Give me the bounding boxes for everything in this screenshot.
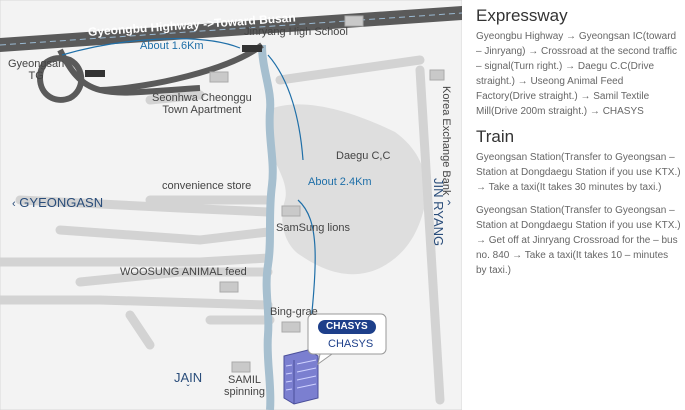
expressway-directions: Gyeongbu Highway → Gyeongsan IC(toward –… xyxy=(476,31,678,117)
chasys-logo-text: CHASYS xyxy=(326,321,368,332)
distance-label-2: About 2.4Km xyxy=(308,176,372,188)
river xyxy=(258,44,277,410)
direction-east: JIN RYANG xyxy=(431,178,446,247)
train-title: Train xyxy=(476,127,515,146)
building-icons xyxy=(209,15,445,373)
place-convenience-store: convenience store xyxy=(162,180,252,192)
directions-panel: Expressway Gyeongbu Highway → Gyeongsan … xyxy=(476,6,681,286)
map-graphic xyxy=(0,0,462,410)
chasys-callout xyxy=(307,313,387,366)
place-samsung-lions: SamSung lions xyxy=(276,222,350,234)
traffic-light-icons xyxy=(85,45,262,77)
chevron-left-icon: ‹ xyxy=(12,198,16,210)
train-directions-option-2: Gyeongsan Station(Transfer to Gyeongsan … xyxy=(476,205,681,276)
place-daegu-cc: Daegu C,C xyxy=(336,150,391,162)
direction-east-arrow: › xyxy=(447,196,451,208)
place-seonhwa-apartment: Seonhwa Cheonggu Town Apartment xyxy=(152,92,252,116)
distance-label-1: About 1.6Km xyxy=(140,40,204,52)
highway-lane xyxy=(0,12,462,46)
chasys-building-icon xyxy=(283,349,319,405)
expressway-title: Expressway xyxy=(476,6,568,25)
place-gyeongsan-tg: Gyeongsan TG xyxy=(8,58,65,82)
direction-west: ‹ GYEONGASN xyxy=(12,195,104,210)
location-map: Gyeongbu Highway ->Toward Busan About 1.… xyxy=(0,0,462,410)
local-roads xyxy=(0,55,445,405)
chasys-logo-bg xyxy=(318,320,376,334)
place-woosung-animal-feed: WOOSUNG ANIMAL feed xyxy=(120,266,247,278)
train-directions-option-1: Gyeongsan Station(Transfer to Gyeongsan … xyxy=(476,152,681,193)
chevron-down-icon: ˇ xyxy=(186,384,190,395)
place-binggrae: Bing-grae xyxy=(270,306,318,318)
place-jinryang-high-school: Jinryang High School xyxy=(244,26,348,38)
golf-course-area xyxy=(268,104,427,275)
chevron-right-icon: › xyxy=(447,195,451,209)
place-samil-spinning: SAMIL spinning xyxy=(224,374,265,398)
chasys-label: CHASYS xyxy=(328,338,374,350)
interchange xyxy=(36,42,264,103)
direction-south: JAIN ˇ xyxy=(174,370,203,395)
place-korea-exchange-bank: Korea Exchange Bank xyxy=(440,86,452,196)
